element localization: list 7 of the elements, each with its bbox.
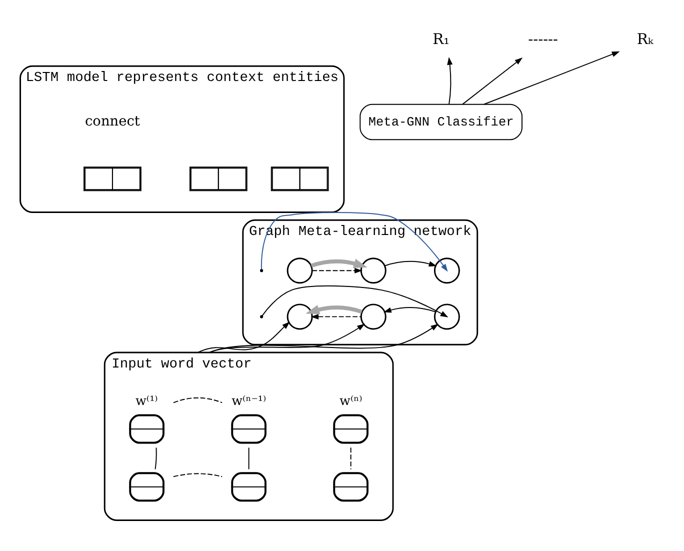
node-label: w⁽¹⁾ [136, 394, 158, 409]
node-text: ------ [528, 31, 558, 48]
node-label: w⁽ⁿ⁻¹⁾ [232, 394, 266, 409]
label: connect [85, 114, 140, 130]
node-text: Rₖ [636, 31, 654, 48]
node-text: R₁ [432, 31, 450, 48]
node-label: w⁽ⁿ⁾ [340, 394, 362, 409]
